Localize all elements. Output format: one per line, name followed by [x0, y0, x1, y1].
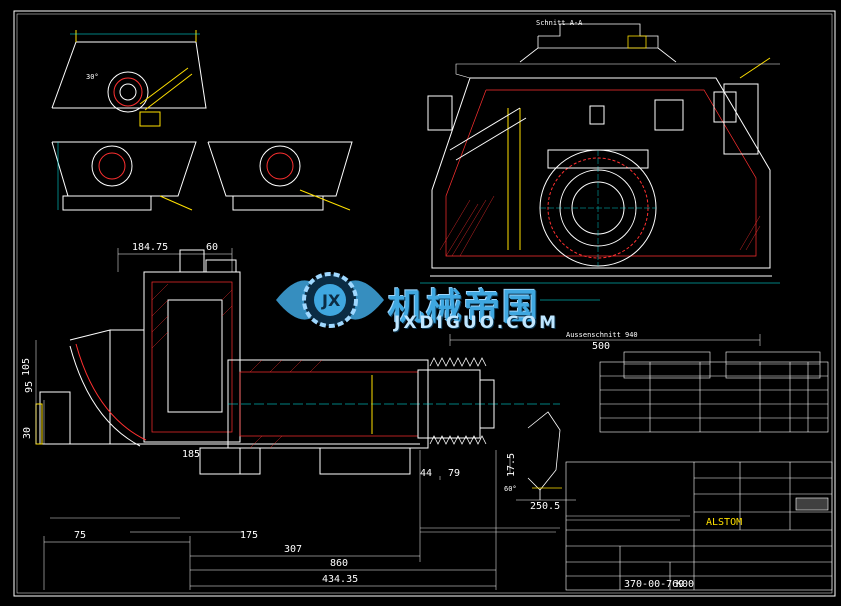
svg-text:JX: JX: [321, 291, 341, 310]
bearing-assembly-section: [35, 249, 560, 475]
dimension-lines: [35, 248, 761, 590]
dim-307: 307: [284, 544, 303, 555]
assembly-hatch: [151, 283, 323, 449]
dim-500: 500: [592, 341, 611, 352]
dim-434-35: 434.35: [322, 574, 359, 585]
dim-105: 105: [21, 357, 33, 377]
section-label-aa: Schnitt A-A: [536, 19, 583, 27]
bracket-detail: [527, 411, 562, 500]
top-view-hopper: [51, 30, 207, 127]
title-revision: K00: [676, 579, 695, 590]
sheet-inner-border: [16, 13, 833, 594]
watermark-logo: JX: [276, 272, 384, 328]
title-drawing-no: 370-00-769: [624, 579, 685, 590]
dim-860: 860: [330, 558, 349, 569]
side-view-hopper-right: [207, 141, 353, 211]
dim-60: 60: [206, 242, 219, 253]
notes-lines: [50, 515, 690, 533]
title-company: ALSTOM: [706, 517, 743, 528]
housing-hatch: [439, 195, 761, 257]
vertical-table: [623, 351, 821, 379]
dim-30: 30: [22, 426, 34, 440]
spring-lower: [429, 435, 487, 445]
section-label-aussen: Aussenschnitt 940: [566, 331, 638, 339]
dim-185: 185: [182, 449, 201, 460]
side-view-hopper-left: [51, 141, 197, 211]
dim-17-5: 17.5: [506, 452, 518, 478]
dim-184-75: 184.75: [132, 242, 169, 253]
spring-upper: [429, 357, 487, 367]
sheet-border: [13, 10, 836, 597]
title-block: [565, 461, 833, 591]
section-aa-detail: [519, 23, 677, 63]
dim-44: 44: [420, 468, 433, 479]
dim-angle-30: 30°: [86, 73, 99, 81]
dim-75: 75: [74, 530, 87, 541]
parts-table: [599, 361, 829, 433]
dim-175: 175: [240, 530, 259, 541]
dim-250-5: 250.5: [530, 501, 561, 512]
main-housing-section: [420, 57, 780, 301]
dim-95: 95: [24, 380, 36, 394]
dim-angle-60: 60°: [504, 485, 517, 493]
watermark-url: JXDIGUO.COM: [394, 313, 560, 333]
watermark-chinese: 机械帝国: [388, 287, 541, 328]
dim-79: 79: [448, 468, 461, 479]
